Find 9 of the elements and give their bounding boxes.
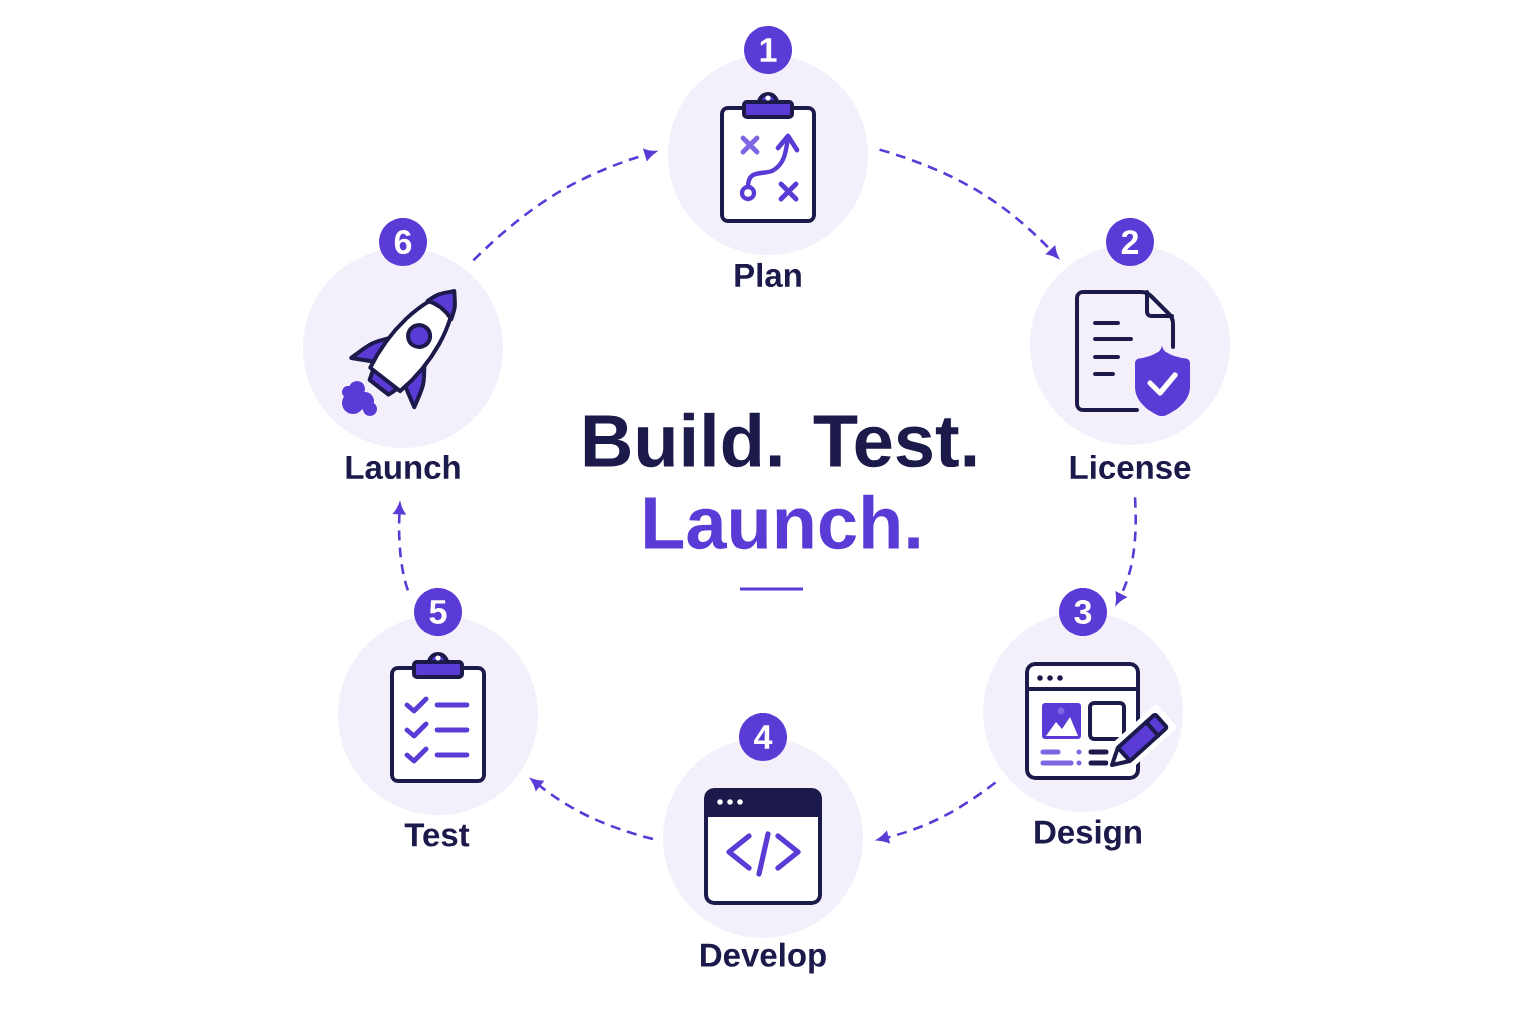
- title: Build. Test.: [584, 412, 976, 468]
- dashed-arrow: [877, 781, 997, 843]
- subtitle: Launch.: [645, 494, 919, 550]
- dashed-arrow: [1115, 497, 1137, 605]
- dashed-arrow: [879, 148, 1059, 259]
- dashed-arrow: [472, 149, 656, 262]
- number-badge: 3: [1059, 588, 1107, 636]
- dashed-arrow: [393, 503, 410, 591]
- dashed-arrow: [531, 778, 654, 841]
